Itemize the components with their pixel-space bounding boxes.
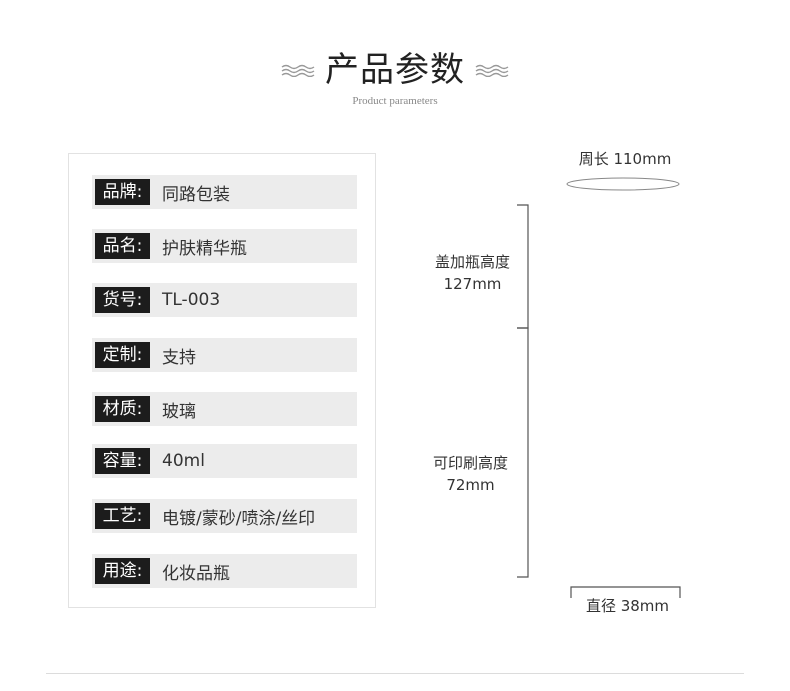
spec-row-item-number: 货号: TL-003: [92, 283, 357, 317]
page-subtitle: Product parameters: [352, 95, 438, 107]
spec-row-capacity: 容量: 40ml: [92, 444, 357, 478]
spec-row-process: 工艺: 电镀/蒙砂/喷涂/丝印: [92, 499, 357, 533]
spec-row-product-name: 品名: 护肤精华瓶: [92, 229, 357, 263]
section-header: 产品参数 Product parameters: [0, 48, 790, 107]
print-height-bracket: [517, 327, 529, 578]
spec-value: 支持: [162, 347, 196, 368]
spec-label: 品牌:: [95, 179, 150, 205]
print-height-label: 可印刷高度 72mm: [418, 452, 523, 496]
title-row: 产品参数: [0, 48, 790, 92]
spec-label: 材质:: [95, 396, 150, 422]
spec-value: 化妆品瓶: [162, 563, 230, 584]
spec-value: TL-003: [162, 290, 221, 310]
diameter-label: 直径 38mm: [585, 597, 670, 615]
spec-value: 40ml: [162, 451, 205, 471]
print-height-value: 72mm: [446, 476, 495, 494]
spec-row-usage: 用途: 化妆品瓶: [92, 554, 357, 588]
bottom-divider: [46, 673, 744, 674]
spec-label: 容量:: [95, 448, 150, 474]
circumference-label: 周长 110mm: [578, 150, 672, 168]
spec-panel: 品牌: 同路包装 品名: 护肤精华瓶 货号: TL-003 定制: 支持 材质:…: [68, 153, 376, 608]
spec-value: 电镀/蒙砂/喷涂/丝印: [162, 508, 316, 529]
diameter-bracket: [570, 586, 681, 598]
circumference-ellipse: [566, 177, 680, 191]
wave-ornament-right-icon: [475, 64, 509, 77]
spec-row-customization: 定制: 支持: [92, 338, 357, 372]
wave-ornament-left-icon: [281, 64, 315, 77]
spec-label: 工艺:: [95, 503, 150, 529]
spec-value: 护肤精华瓶: [162, 238, 247, 259]
print-height-title: 可印刷高度: [432, 454, 508, 472]
total-height-title: 盖加瓶高度: [434, 253, 510, 271]
page-title: 产品参数: [325, 50, 465, 90]
spec-row-brand: 品牌: 同路包装: [92, 175, 357, 209]
spec-label: 定制:: [95, 342, 150, 368]
total-height-value: 127mm: [443, 275, 502, 293]
spec-value: 玻璃: [162, 401, 196, 422]
spec-label: 品名:: [95, 233, 150, 259]
spec-value: 同路包装: [162, 184, 230, 205]
spec-label: 货号:: [95, 287, 150, 313]
spec-label: 用途:: [95, 558, 150, 584]
total-height-label: 盖加瓶高度 127mm: [420, 251, 525, 295]
spec-row-material: 材质: 玻璃: [92, 392, 357, 426]
